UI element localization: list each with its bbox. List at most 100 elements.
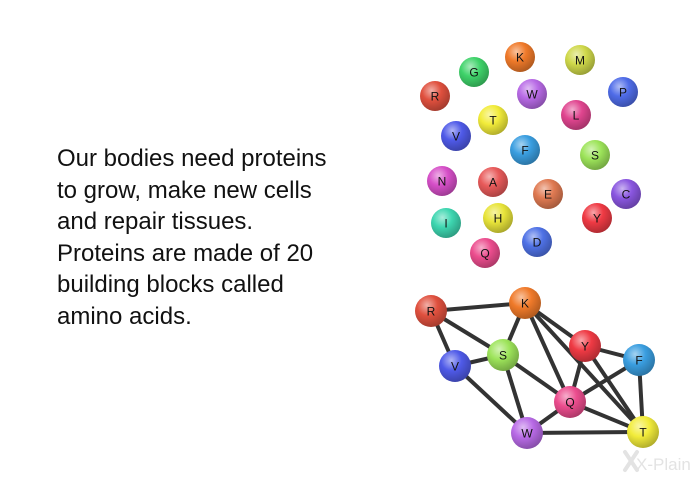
chain-node-y-label: Y [581, 340, 589, 354]
intro-line: amino acids. [57, 302, 192, 330]
amino-acid-l-label: L [573, 109, 580, 123]
amino-acid-y-ball [582, 203, 612, 233]
chain-node-s: S [487, 339, 519, 371]
amino-acid-f: F [510, 135, 540, 165]
intro-line: Our bodies need proteins [57, 145, 327, 172]
chain-node-f-label: F [635, 354, 642, 368]
intro-line: and repair tissues. [57, 208, 254, 235]
amino-acid-d-label: D [533, 236, 542, 250]
amino-acid-r-ball [420, 81, 450, 111]
intro-line: to grow, make new cells [57, 176, 312, 204]
amino-acid-s-label: S [591, 149, 599, 163]
chain-node-t-ball [627, 416, 659, 448]
amino-acid-h-ball [483, 203, 513, 233]
amino-acid-k: K [505, 42, 535, 72]
protein-chain-network: R K V S Y F Q W T [415, 287, 659, 449]
amino-acid-v-label: V [452, 130, 460, 144]
chain-node-r-ball [415, 295, 447, 327]
chain-node-q-ball [554, 386, 586, 418]
amino-acid-i-label: I [444, 217, 447, 231]
chain-node-s-ball [487, 339, 519, 371]
amino-acid-g-ball [459, 57, 489, 87]
intro-line: Proteins are made of 20 [57, 239, 314, 267]
amino-acid-n-label: N [438, 175, 447, 189]
amino-acid-t-ball [478, 105, 508, 135]
amino-acid-s: S [580, 140, 610, 170]
amino-acid-g-label: G [469, 66, 478, 80]
amino-acid-i: I [431, 208, 461, 238]
chain-node-t: T [627, 416, 659, 448]
amino-acid-y-label: Y [593, 212, 601, 226]
amino-acid-m: M [565, 45, 595, 75]
chain-node-r-label: R [427, 305, 436, 319]
watermark-text: X-Plain [636, 455, 691, 474]
chain-node-y: Y [569, 330, 601, 362]
amino-acid-i-ball [431, 208, 461, 238]
amino-acid-t: T [478, 105, 508, 135]
amino-acid-p: P [608, 77, 638, 107]
amino-acid-y: Y [582, 203, 612, 233]
chain-bond-v-w [453, 364, 529, 435]
amino-acid-a: A [478, 167, 508, 197]
chain-node-s-label: S [499, 349, 507, 363]
amino-acid-r: R [420, 81, 450, 111]
chain-node-k-label: K [521, 297, 529, 311]
amino-acid-n-ball [427, 166, 457, 196]
chain-node-v-label: V [451, 360, 459, 374]
amino-acid-e-ball [533, 179, 563, 209]
x-plain-logo-icon [623, 450, 639, 472]
x-plain-watermark: X-Plain [623, 450, 691, 474]
amino-acid-f-label: F [521, 144, 528, 158]
chain-node-k-ball [509, 287, 541, 319]
amino-acid-e-label: E [544, 188, 552, 202]
chain-node-q: Q [554, 386, 586, 418]
amino-acid-cluster: K M G W P R L T V F S N A E C I H Y D Q [420, 42, 641, 268]
amino-acid-h-label: H [494, 212, 503, 226]
amino-acid-e: E [533, 179, 563, 209]
amino-acid-l: L [561, 100, 591, 130]
chain-node-v: V [439, 350, 471, 382]
amino-acid-n: N [427, 166, 457, 196]
amino-acid-d: D [522, 227, 552, 257]
intro-line: building blocks called [57, 271, 284, 298]
amino-acid-h: H [483, 203, 513, 233]
chain-node-w: W [511, 417, 543, 449]
amino-acid-q-label: Q [480, 247, 489, 261]
chain-node-k: K [509, 287, 541, 319]
amino-acid-s-ball [580, 140, 610, 170]
chain-node-r: R [415, 295, 447, 327]
amino-acid-w: W [517, 79, 547, 109]
chain-node-f-ball [623, 344, 655, 376]
chain-bond-w-t [525, 430, 645, 435]
amino-acid-l-ball [561, 100, 591, 130]
amino-acid-a-label: A [489, 176, 497, 190]
amino-acid-c-label: C [622, 188, 631, 202]
amino-acid-v-ball [441, 121, 471, 151]
amino-acid-w-label: W [526, 88, 538, 102]
amino-acid-r-label: R [431, 90, 440, 104]
chain-bond-k-q [523, 301, 572, 404]
intro-paragraph: Our bodies need proteins to grow, make ne… [57, 143, 397, 332]
amino-acid-m-ball [565, 45, 595, 75]
chain-bond-k-t [523, 301, 645, 434]
amino-acid-w-ball [517, 79, 547, 109]
chain-node-v-ball [439, 350, 471, 382]
chain-node-w-ball [511, 417, 543, 449]
chain-node-y-ball [569, 330, 601, 362]
chain-node-w-label: W [521, 427, 533, 441]
amino-acid-c: C [611, 179, 641, 209]
amino-acid-p-ball [608, 77, 638, 107]
amino-acid-v: V [441, 121, 471, 151]
amino-acid-g: G [459, 57, 489, 87]
chain-node-f: F [623, 344, 655, 376]
amino-acid-f-ball [510, 135, 540, 165]
chain-node-t-label: T [639, 426, 647, 440]
chain-bond-y-t [583, 344, 645, 434]
amino-acid-p-label: P [619, 86, 627, 100]
amino-acid-a-ball [478, 167, 508, 197]
chain-node-q-label: Q [565, 396, 574, 410]
amino-acid-d-ball [522, 227, 552, 257]
amino-acid-k-label: K [516, 51, 524, 65]
amino-acid-m-label: M [575, 54, 585, 68]
